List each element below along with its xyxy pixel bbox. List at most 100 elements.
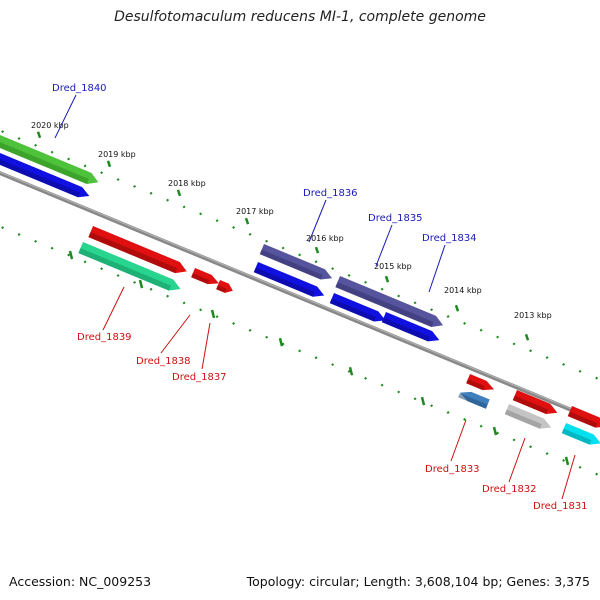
- scale-dot: [67, 157, 71, 161]
- scale-dot: [545, 356, 549, 360]
- scale-dot: [34, 239, 38, 243]
- lower-scale-dots: [1, 226, 599, 476]
- scale-dot: [83, 260, 87, 264]
- scale-dot: [595, 472, 599, 476]
- label-dred-1834-leader: [428, 244, 446, 293]
- scale-dot: [595, 376, 599, 380]
- scale-dot: [397, 390, 401, 394]
- scale-dot: [512, 438, 516, 442]
- scale-dot: [1, 130, 5, 134]
- major-tick: [454, 304, 460, 312]
- scale-dot: [17, 233, 21, 236]
- major-tick: [36, 131, 42, 139]
- label-dred-1833-leader: [450, 419, 467, 462]
- scale-dot: [182, 205, 186, 209]
- gene-dred-1839-b: [78, 242, 181, 291]
- label-dred-1832-leader: [508, 437, 526, 483]
- label-dred-1839: Dred_1839: [77, 332, 132, 343]
- scale-dot: [380, 383, 384, 387]
- scale-dot: [83, 164, 87, 168]
- scale-dot: [562, 362, 566, 366]
- gene-dred-1831-b: [561, 423, 600, 445]
- scale-dot: [364, 376, 368, 380]
- gene-dred-1835-b: [329, 293, 386, 322]
- scale-dot: [562, 458, 566, 462]
- scale-dot: [364, 280, 368, 284]
- scale-dot: [430, 404, 434, 408]
- major-tick: [524, 333, 530, 341]
- scale-dot: [100, 171, 104, 175]
- scale-dot: [133, 184, 137, 188]
- gene-dred-1831: [567, 406, 600, 428]
- upper-scale-dots: [1, 130, 599, 380]
- major-tick: [492, 426, 498, 436]
- scale-dot: [397, 294, 401, 298]
- scale-dot: [281, 246, 285, 250]
- major-tick: [210, 309, 216, 319]
- label-dred-1840-leader: [54, 94, 77, 139]
- scale-dot: [529, 445, 533, 449]
- major-tick: [278, 337, 284, 347]
- scale-tick-label: 2016 kbp: [306, 234, 344, 243]
- label-dred-1837-leader: [201, 322, 211, 370]
- scale-dot: [100, 267, 104, 271]
- major-tick: [314, 246, 320, 254]
- scale-dot: [512, 342, 516, 346]
- scale-dot: [479, 328, 483, 332]
- major-tick: [176, 189, 182, 197]
- gene-dred-1840-a: [0, 134, 99, 185]
- accession-text: Accession: NC_009253: [9, 574, 152, 589]
- scale-tick-label: 2018 kbp: [168, 179, 206, 188]
- major-tick: [244, 217, 250, 225]
- major-tick: [106, 160, 112, 168]
- label-dred-1835: Dred_1835: [368, 213, 423, 224]
- scale-dot: [347, 273, 351, 277]
- scale-dot: [314, 356, 318, 360]
- scale-dot: [116, 178, 120, 182]
- map-title: Desulfotomaculum reducens MI-1, complete…: [114, 9, 486, 25]
- scale-dot: [496, 335, 500, 339]
- gene-dred-1836-b: [253, 262, 325, 297]
- scale-dot: [182, 301, 186, 305]
- scale-dot: [314, 260, 318, 264]
- scale-dot: [50, 150, 54, 154]
- major-tick: [564, 456, 570, 466]
- major-tick: [348, 366, 354, 376]
- scale-dot: [248, 232, 252, 236]
- scale-dot: [298, 349, 302, 353]
- scale-dot: [199, 212, 203, 216]
- scale-dot: [149, 287, 153, 291]
- label-dred-1833: Dred_1833: [425, 464, 480, 475]
- scale-dot: [248, 328, 252, 332]
- scale-dot: [281, 342, 285, 346]
- scale-dot: [578, 369, 582, 373]
- scale-dot: [578, 465, 582, 469]
- scale-dot: [199, 308, 203, 312]
- backbone-highlight: [0, 171, 600, 422]
- scale-dot: [265, 239, 269, 243]
- scale-dot: [67, 253, 71, 257]
- backbone-line: [0, 170, 600, 425]
- scale-dot: [331, 363, 335, 367]
- scale-dot: [298, 253, 302, 257]
- scale-dot: [496, 431, 500, 435]
- scale-dot: [463, 321, 467, 325]
- scale-dot: [545, 452, 549, 456]
- scale-dot: [430, 308, 434, 312]
- label-dred-1832: Dred_1832: [482, 484, 537, 495]
- label-dred-1840: Dred_1840: [52, 83, 107, 94]
- scale-dot: [265, 335, 269, 339]
- gene-dred-1834: [381, 312, 440, 342]
- scale-dot: [215, 315, 219, 319]
- scale-dot: [34, 143, 38, 147]
- gene-dred-1833-b: [458, 391, 490, 409]
- label-dred-1836: Dred_1836: [303, 188, 358, 199]
- scale-dot: [166, 198, 170, 202]
- label-dred-1835-leader: [375, 224, 393, 267]
- scale-dot: [529, 349, 533, 353]
- gene-dred-1835: [335, 276, 443, 327]
- scale-dot: [149, 191, 153, 195]
- label-dred-1838: Dred_1838: [136, 356, 191, 367]
